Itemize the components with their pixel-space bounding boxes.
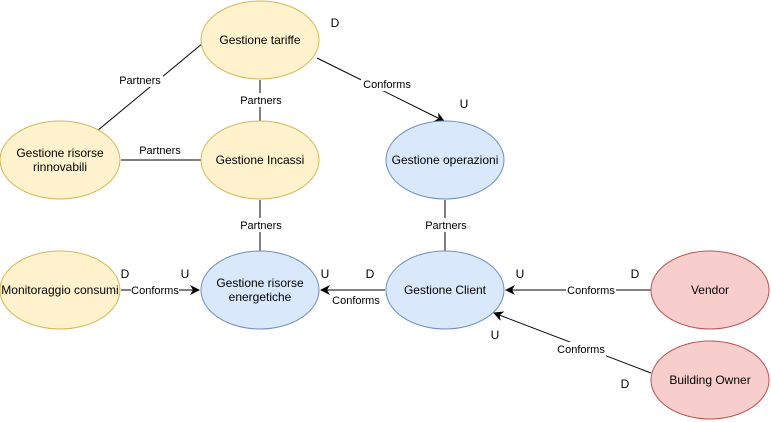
- node-monitoraggio-consumi[interactable]: Monitoraggio consumi: [0, 250, 121, 330]
- node-shape: [385, 120, 505, 200]
- edge-labels: Partners Partners Conforms Partners Part…: [117, 73, 616, 356]
- node-label-line: Building Owner: [669, 373, 750, 387]
- svg-text:Vendor: Vendor: [691, 283, 729, 297]
- edge-label-monitoraggio-energetiche: Conforms: [131, 285, 179, 297]
- node-gestione-operazioni[interactable]: Gestione operazioni: [385, 120, 505, 200]
- marker-client-upstream-right: U: [516, 267, 525, 281]
- node-shape: [0, 250, 121, 330]
- node-label-line: Monitoraggio consumi: [1, 283, 118, 297]
- svg-text:Monitoraggio consumi: Monitoraggio consumi: [1, 283, 118, 297]
- node-shape: [200, 120, 320, 200]
- edge-label-client-energetiche: Conforms: [332, 295, 380, 307]
- node-gestione-tariffe[interactable]: Gestione tariffe: [200, 0, 320, 80]
- node-label-line: Gestione tariffe: [219, 33, 300, 47]
- node-label-line: Gestione operazioni: [392, 153, 499, 167]
- marker-client-downstream: D: [366, 267, 375, 281]
- marker-energetiche-upstream-right: U: [321, 267, 330, 281]
- node-building-owner[interactable]: Building Owner: [650, 340, 770, 420]
- svg-text:Gestione operazioni: Gestione operazioni: [392, 153, 499, 167]
- edge-label-tariffe-operazioni: Conforms: [363, 79, 411, 91]
- svg-text:Gestione tariffe: Gestione tariffe: [219, 33, 300, 47]
- svg-text:Gestione Incassi: Gestione Incassi: [216, 153, 305, 167]
- node-shape: [650, 340, 770, 420]
- node-shape: [650, 250, 770, 330]
- edge-label-operazioni-client: Partners: [425, 220, 467, 232]
- node-gestione-incassi[interactable]: Gestione Incassi: [200, 120, 320, 200]
- node-label-line: Gestione risorse: [16, 146, 104, 160]
- node-label-line: Gestione Incassi: [216, 153, 305, 167]
- edges: [96, 42, 652, 374]
- node-shape: [200, 250, 320, 330]
- svg-text:Building Owner: Building Owner: [669, 373, 750, 387]
- node-label-line: rinnovabili: [33, 160, 87, 174]
- node-label-line: Gestione risorse: [216, 276, 304, 290]
- svg-text:Gestione Client: Gestione Client: [404, 283, 487, 297]
- edge-label-incassi-energetiche: Partners: [240, 220, 282, 232]
- marker-owner-downstream: D: [621, 377, 630, 391]
- edge-label-vendor-client: Conforms: [567, 285, 615, 297]
- node-label-line: Vendor: [691, 283, 729, 297]
- marker-operazioni-upstream: U: [460, 97, 469, 111]
- node-shape: [385, 250, 505, 330]
- node-shape: [200, 0, 320, 80]
- marker-monitoraggio-downstream: D: [121, 267, 130, 281]
- marker-energetiche-upstream-left: U: [181, 267, 190, 281]
- node-label-line: energetiche: [229, 290, 292, 304]
- node-shape: [0, 120, 121, 200]
- marker-tariffe-downstream: D: [331, 16, 340, 30]
- relationship-markers: D U D U U D U D U D: [121, 16, 640, 391]
- marker-client-upstream-bottom: U: [491, 328, 500, 342]
- node-gestione-client[interactable]: Gestione Client: [385, 250, 505, 330]
- edge-label-tariffe-rinnovabili: Partners: [119, 75, 161, 87]
- marker-vendor-downstream: D: [631, 267, 640, 281]
- node-vendor[interactable]: Vendor: [650, 250, 770, 330]
- edge-label-tariffe-incassi: Partners: [240, 95, 282, 107]
- edge-label-owner-client: Conforms: [557, 344, 605, 356]
- edge-label-rinnovabili-incassi: Partners: [139, 145, 181, 157]
- node-label-line: Gestione Client: [404, 283, 487, 297]
